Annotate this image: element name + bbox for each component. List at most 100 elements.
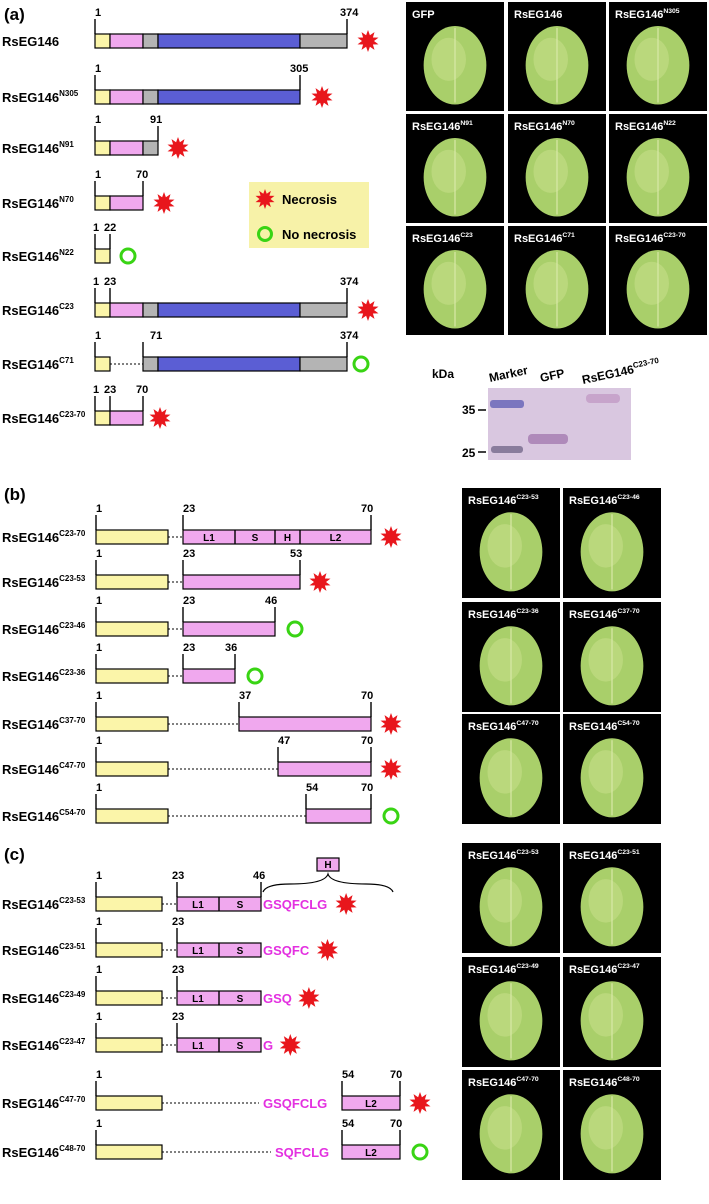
leaf-caption: RsEG146C23-51 bbox=[569, 849, 640, 862]
construct-no-necrosis-icon bbox=[119, 247, 137, 265]
leaf-photo-5: RsEG146C48-70 bbox=[563, 1070, 661, 1180]
leaf-caption: RsEG146N22 bbox=[615, 120, 676, 133]
leaf-highlight bbox=[487, 638, 522, 682]
leaf-highlight bbox=[533, 37, 568, 81]
peptide-tail: GSQFCLG bbox=[263, 1096, 327, 1111]
leaf-photo-3: RsEG146N91 bbox=[406, 114, 504, 223]
position-number: 70 bbox=[361, 690, 373, 702]
signal-segment bbox=[94, 140, 111, 156]
construct-label: RsEG146C23-70 bbox=[2, 529, 86, 545]
domain-label: L2 bbox=[365, 1148, 377, 1159]
leaf-caption: RsEG146C37-70 bbox=[569, 608, 640, 621]
leaf-caption: RsEG146C23-36 bbox=[468, 608, 539, 621]
leaf-highlight bbox=[588, 1106, 623, 1150]
position-number: 1 bbox=[96, 735, 102, 747]
leaf-photo-1: RsEG146C23-51 bbox=[563, 843, 661, 953]
construct-label: RsEG146C23 bbox=[2, 302, 74, 318]
h-bracket bbox=[262, 871, 394, 893]
position-number: 1 bbox=[93, 222, 99, 234]
position-number: 1 bbox=[96, 548, 102, 560]
leaf-highlight bbox=[588, 750, 623, 794]
construct-necrosis-icon bbox=[167, 137, 189, 159]
peptide-tail: SQFCLG bbox=[275, 1145, 329, 1160]
leaf-photo-5: RsEG146N22 bbox=[609, 114, 707, 223]
construct-no-necrosis-icon bbox=[246, 667, 264, 685]
position-number: 1 bbox=[95, 7, 101, 19]
grey-segment bbox=[299, 33, 348, 49]
construct-label: RsEG146C54-70 bbox=[2, 808, 86, 824]
peptide-tail: G bbox=[263, 1038, 273, 1053]
leaf-highlight bbox=[431, 261, 466, 305]
position-number: 23 bbox=[172, 964, 184, 976]
construct-no-necrosis-icon bbox=[286, 620, 304, 638]
construct-necrosis-icon bbox=[298, 987, 320, 1009]
position-number: 70 bbox=[361, 782, 373, 794]
construct-no-necrosis-icon bbox=[382, 807, 400, 825]
signal-segment bbox=[95, 668, 169, 684]
signal-segment bbox=[95, 1037, 163, 1053]
construct-label: RsEG146C48-70 bbox=[2, 1144, 86, 1160]
signal-segment bbox=[94, 248, 111, 264]
leaf-highlight bbox=[588, 879, 623, 923]
leaf-highlight bbox=[588, 524, 623, 568]
leaf-highlight bbox=[634, 261, 669, 305]
construct-necrosis-icon bbox=[357, 299, 379, 321]
signal-segment bbox=[95, 942, 163, 958]
position-number: 23 bbox=[104, 384, 116, 396]
position-number: 70 bbox=[361, 503, 373, 515]
position-number: 1 bbox=[96, 916, 102, 928]
leaf-photo-1: RsEG146C23-46 bbox=[563, 488, 661, 598]
leaf-caption: RsEG146C23-47 bbox=[569, 963, 640, 976]
position-number: 1 bbox=[93, 276, 99, 288]
pink-segment bbox=[109, 89, 144, 105]
leaf-photo-0: GFP bbox=[406, 2, 504, 111]
domain-label: L1 bbox=[192, 900, 204, 911]
signal-segment bbox=[94, 89, 111, 105]
leaf-highlight bbox=[634, 149, 669, 193]
signal-segment bbox=[94, 33, 111, 49]
leaf-caption: RsEG146C23-53 bbox=[468, 849, 539, 862]
pink-segment bbox=[109, 302, 144, 318]
position-number: 1 bbox=[95, 63, 101, 75]
leaf-photo-7: RsEG146C71 bbox=[508, 226, 606, 335]
signal-segment bbox=[95, 529, 169, 545]
position-number: 23 bbox=[172, 1011, 184, 1023]
pink-segment bbox=[109, 195, 144, 211]
construct-necrosis-icon bbox=[317, 939, 338, 961]
signal-segment bbox=[94, 302, 111, 318]
construct-label: RsEG146C71 bbox=[2, 356, 74, 372]
signal-segment bbox=[95, 896, 163, 912]
domain-label: L2 bbox=[330, 533, 342, 544]
peptide-tail: GSQFC bbox=[263, 943, 310, 958]
position-number: 1 bbox=[95, 169, 101, 181]
position-number: 91 bbox=[150, 114, 162, 126]
leaf-caption: RsEG146C54-70 bbox=[569, 720, 640, 733]
construct-necrosis-icon bbox=[149, 407, 171, 429]
domain-label: S bbox=[252, 533, 259, 544]
leaf-highlight bbox=[487, 750, 522, 794]
position-number: 71 bbox=[150, 330, 162, 342]
position-number: 23 bbox=[183, 642, 195, 654]
h-domain-box bbox=[316, 857, 340, 872]
leaf-photo-2: RsEG146N305 bbox=[609, 2, 707, 111]
blue-segment bbox=[157, 33, 301, 49]
leaf-highlight bbox=[533, 149, 568, 193]
leaf-caption: GFP bbox=[412, 9, 435, 21]
pink-segment bbox=[109, 410, 144, 426]
panel-letter-c: (c) bbox=[4, 845, 25, 864]
blue-segment bbox=[157, 302, 301, 318]
legend-no-necrosis-label: No necrosis bbox=[282, 227, 356, 242]
leaf-highlight bbox=[588, 993, 623, 1037]
pink-segment bbox=[341, 1144, 401, 1160]
leaf-photo-6: RsEG146C23 bbox=[406, 226, 504, 335]
domain-label: L1 bbox=[192, 994, 204, 1005]
